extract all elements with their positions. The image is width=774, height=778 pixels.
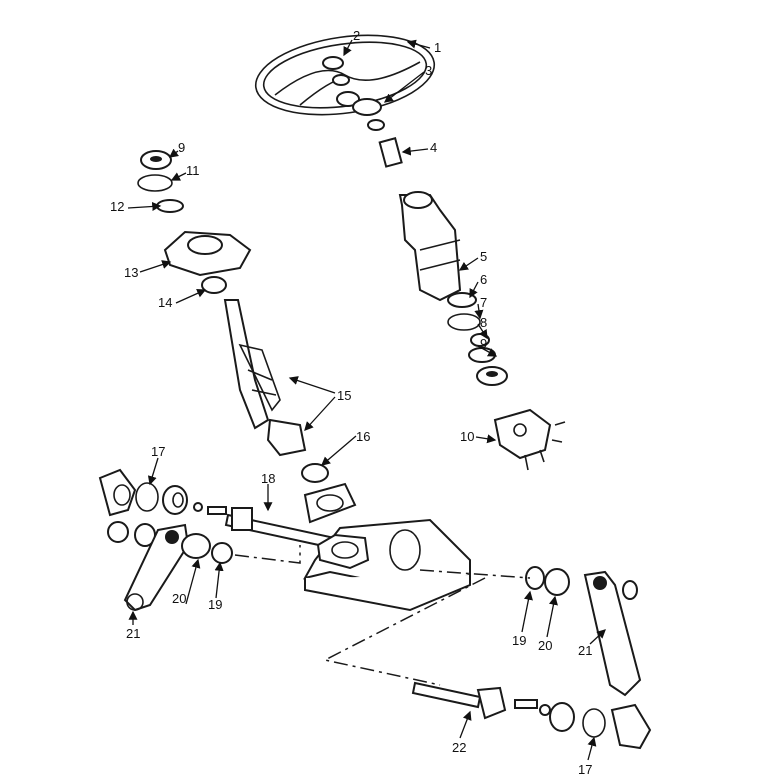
assembly-line (419, 569, 531, 579)
steering-wheel (254, 34, 436, 116)
callout-7: 7 (480, 295, 487, 310)
callout-12: 12 (110, 199, 124, 214)
callout-4: 4 (430, 140, 437, 155)
callout-20-right: 20 (538, 638, 552, 653)
callout-22: 22 (452, 740, 466, 755)
callout-2: 2 (353, 28, 360, 43)
callout-20-left: 20 (172, 591, 186, 606)
callout-10: 10 (460, 429, 474, 444)
callout-9-left: 9 (178, 140, 185, 155)
callout-3: 3 (425, 63, 432, 78)
callout-17-left: 17 (151, 444, 165, 459)
callout-8: 8 (480, 315, 487, 330)
valve-10 (493, 408, 566, 471)
left-end-parts (98, 468, 332, 612)
callout-5: 5 (480, 249, 487, 264)
sector-shaft-22 (411, 681, 652, 750)
callout-labels: 1 2 3 4 5 6 7 8 9 9 11 12 13 14 15 16 10… (110, 28, 592, 777)
callout-16: 16 (356, 429, 370, 444)
callout-18: 18 (261, 471, 275, 486)
gear-housing (303, 518, 471, 612)
steering-column (352, 98, 508, 386)
callout-14: 14 (158, 295, 172, 310)
callout-21-right: 21 (578, 643, 592, 658)
callout-17-right: 17 (578, 762, 592, 777)
callout-9-right: 9 (480, 336, 487, 351)
callout-1: 1 (434, 40, 441, 55)
right-end-parts (525, 566, 642, 697)
assembly-line (234, 545, 301, 564)
callout-6: 6 (480, 272, 487, 287)
bearing-16 (301, 463, 329, 483)
callout-15: 15 (337, 388, 351, 403)
gasket (303, 482, 357, 524)
callout-19-right: 19 (512, 633, 526, 648)
callout-11: 11 (186, 163, 200, 178)
assembly-line (322, 577, 486, 686)
callout-21-left: 21 (126, 626, 140, 641)
upper-housing-stack (137, 150, 307, 457)
callout-19-left: 19 (208, 597, 222, 612)
callout-13: 13 (124, 265, 138, 280)
